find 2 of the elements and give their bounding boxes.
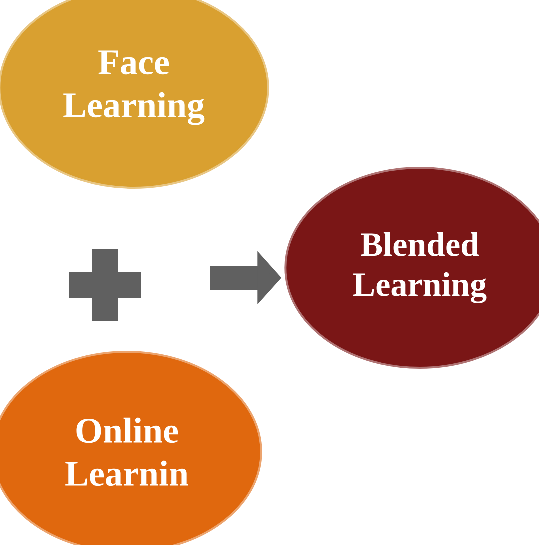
circle-node: Online Learnin (0, 351, 262, 545)
circle-node: Blended Learning (284, 167, 539, 369)
